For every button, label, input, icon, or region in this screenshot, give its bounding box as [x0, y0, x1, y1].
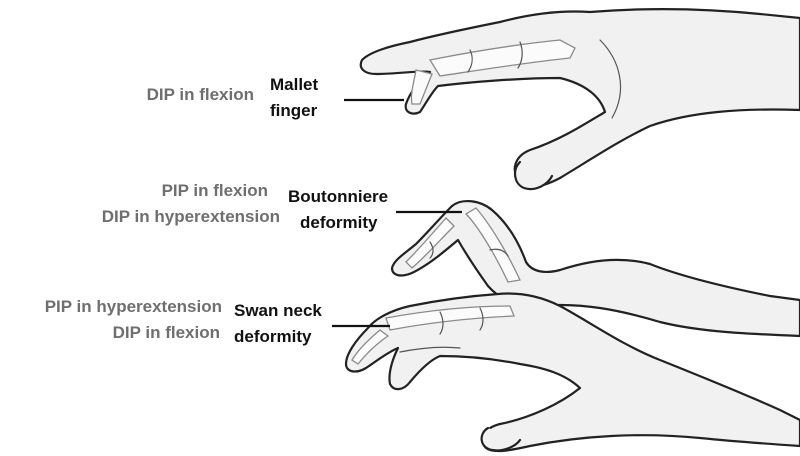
boutonniere-deformity-label-2: deformity: [300, 213, 378, 232]
mallet-joint-label-1: DIP in flexion: [146, 85, 254, 104]
swan-neck-joint-label-2: DIP in flexion: [112, 323, 220, 342]
swan-neck-deformity-label-2: deformity: [234, 327, 312, 346]
swan-neck-deformity-label-1: Swan neck: [234, 301, 322, 320]
mallet-deformity-label-2: finger: [270, 101, 318, 120]
boutonniere-joint-label-2: DIP in hyperextension: [101, 207, 280, 226]
boutonniere-joint-label-1: PIP in flexion: [161, 181, 268, 200]
mallet-deformity-label-1: Mallet: [270, 75, 319, 94]
mallet-finger-hand: [344, 8, 800, 191]
boutonniere-deformity-label-1: Boutonniere: [288, 187, 389, 206]
swan-neck-hand: [332, 292, 800, 453]
swan-neck-joint-label-1: PIP in hyperextension: [44, 297, 222, 316]
boutonniere-hand: [390, 200, 800, 338]
